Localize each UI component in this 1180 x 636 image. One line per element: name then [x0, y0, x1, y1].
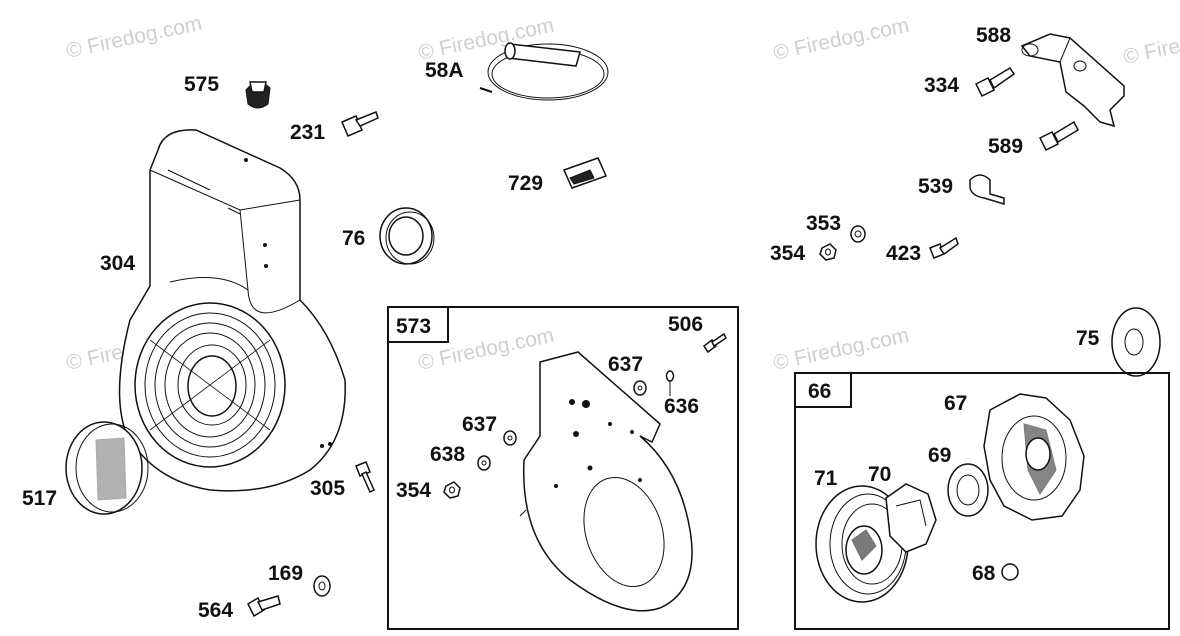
label-69: 69 — [928, 444, 951, 467]
label-636: 636 — [664, 395, 699, 418]
part-71-drawing — [815, 485, 909, 603]
part-76-drawing — [379, 207, 435, 265]
label-539: 539 — [918, 175, 953, 198]
part-575-drawing — [245, 81, 271, 109]
part-588-drawing — [1020, 33, 1125, 128]
group-box-66: 66 67 69 71 70 — [794, 372, 1170, 630]
label-68: 68 — [972, 562, 996, 585]
box-66-title: 66 — [808, 380, 831, 403]
label-423: 423 — [886, 242, 921, 265]
part-67-drawing — [983, 393, 1085, 521]
part-231-drawing — [341, 111, 379, 137]
part-539-drawing — [969, 174, 1005, 206]
label-305: 305 — [310, 477, 345, 500]
watermark: © Firedog.com — [771, 324, 911, 375]
label-506: 506 — [668, 313, 703, 336]
label-70: 70 — [868, 463, 891, 486]
label-76: 76 — [342, 227, 365, 250]
box-573-title: 573 — [396, 315, 431, 338]
part-334-drawing — [974, 66, 1016, 98]
part-169-drawing — [313, 575, 331, 597]
label-304: 304 — [100, 252, 135, 275]
label-231: 231 — [290, 121, 325, 144]
label-638: 638 — [430, 443, 465, 466]
label-575: 575 — [184, 73, 219, 96]
part-517-drawing — [65, 421, 149, 515]
label-353: 353 — [806, 212, 841, 235]
label-354-box: 354 — [396, 479, 431, 502]
part-69-drawing — [947, 463, 989, 517]
label-58a: 58A — [425, 59, 464, 82]
baffle-plate-drawing — [522, 351, 693, 612]
label-517: 517 — [22, 487, 57, 510]
label-71: 71 — [814, 467, 838, 490]
part-305-drawing — [355, 461, 375, 494]
label-169: 169 — [268, 562, 303, 585]
label-588: 588 — [976, 24, 1011, 47]
label-564: 564 — [198, 599, 233, 622]
label-637-lower: 637 — [462, 413, 497, 436]
label-729: 729 — [508, 172, 543, 195]
label-75: 75 — [1076, 327, 1100, 350]
label-354: 354 — [770, 242, 805, 265]
part-589-drawing — [1038, 120, 1079, 152]
part-304-drawing — [118, 129, 346, 492]
part-354-drawing — [819, 243, 837, 261]
group-box-573: 573 506 637 636 637 638 — [387, 306, 739, 630]
label-637-upper: 637 — [608, 353, 643, 376]
part-564-drawing — [247, 595, 281, 618]
watermark: © Firedog.com — [1121, 18, 1180, 69]
part-423-drawing — [929, 236, 959, 259]
part-353-drawing — [850, 225, 866, 243]
watermark: © Firedog.com — [771, 14, 911, 65]
part-68-drawing — [1001, 563, 1019, 581]
part-75-drawing — [1111, 307, 1161, 377]
watermark: © Firedog.com — [64, 12, 204, 63]
label-589: 589 — [988, 135, 1023, 158]
label-67: 67 — [944, 392, 967, 415]
label-334: 334 — [924, 74, 959, 97]
part-70-drawing — [885, 483, 937, 553]
part-58a-drawing — [479, 42, 609, 101]
part-729-drawing — [562, 157, 608, 189]
